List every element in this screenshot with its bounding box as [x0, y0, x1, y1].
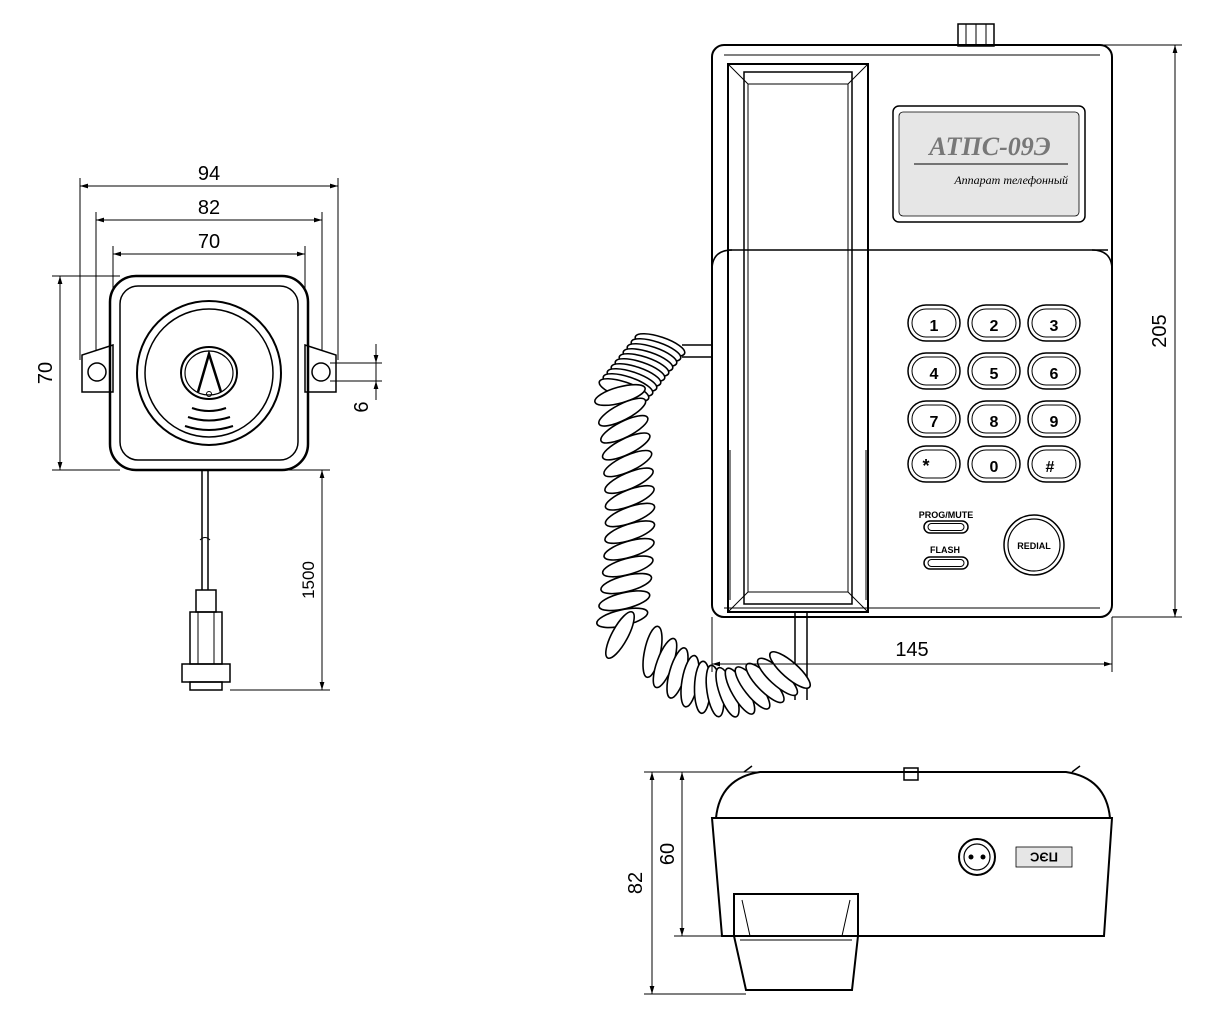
mount-ear-right: [304, 343, 337, 393]
svg-text:8: 8: [990, 414, 999, 431]
redial-button[interactable]: REDIAL: [1003, 514, 1065, 576]
svg-text:7: 7: [930, 414, 939, 431]
coil-loop: [605, 610, 635, 660]
key-hash[interactable]: #: [1027, 445, 1081, 483]
phone-side-view: ПЭС 60 82: [625, 765, 1114, 995]
key-3[interactable]: 3: [1027, 304, 1081, 342]
key-8[interactable]: 8: [967, 400, 1021, 438]
siren-logo: [180, 346, 238, 400]
dim-94: 94: [198, 163, 220, 185]
svg-text:6: 6: [1050, 366, 1059, 383]
key-1[interactable]: 1: [907, 304, 961, 342]
key-2[interactable]: 2: [967, 304, 1021, 342]
mount-slot-right: [311, 362, 331, 382]
key-0[interactable]: 0: [967, 445, 1021, 483]
handset: [727, 63, 869, 613]
key-7[interactable]: 7: [907, 400, 961, 438]
mount-slot-left: [87, 362, 107, 382]
side-connector: [958, 838, 996, 876]
flash-label: FLASH: [930, 545, 960, 555]
svg-text:#: #: [1046, 459, 1055, 476]
key-5[interactable]: 5: [967, 352, 1021, 390]
svg-text:1: 1: [930, 318, 939, 335]
prog-mute-label: PROG/MUTE: [919, 510, 974, 520]
keypad: 1 2 3 4 5 6 7 8 9 * 0 #: [907, 304, 1081, 483]
svg-text:5: 5: [990, 366, 999, 383]
phone-front-view: АТПС-09Э Аппарат телефонный 1 2 3 4 5 6 …: [594, 23, 1182, 718]
coiled-cord: [594, 332, 812, 718]
label-plate: [892, 105, 1086, 223]
dim-82: 82: [198, 197, 220, 219]
dim-82-side: 82: [625, 872, 647, 894]
dim-6: 6: [351, 401, 373, 412]
side-handset: [733, 893, 859, 991]
svg-text:3: 3: [1050, 318, 1059, 335]
svg-text:REDIAL: REDIAL: [1017, 541, 1051, 551]
side-base: [710, 817, 1114, 937]
side-top: [715, 771, 1111, 819]
siren-connector: [195, 589, 217, 613]
prog-mute-button[interactable]: [923, 520, 969, 534]
mount-ear-left: [81, 343, 114, 393]
dim-205: 205: [1149, 314, 1171, 347]
dim-1500: 1500: [299, 561, 318, 599]
key-star[interactable]: *: [907, 445, 961, 483]
siren-body: [108, 274, 310, 472]
key-9[interactable]: 9: [1027, 400, 1081, 438]
key-6[interactable]: 6: [1027, 352, 1081, 390]
svg-text:9: 9: [1050, 414, 1059, 431]
svg-text:2: 2: [990, 318, 999, 335]
connector-label: ПЭС: [1029, 850, 1058, 865]
flash-button[interactable]: [923, 556, 969, 570]
dim-70-height: 70: [35, 362, 57, 384]
svg-text:0: 0: [990, 459, 999, 476]
subtitle-label: Аппарат телефонный: [953, 173, 1068, 187]
model-label: АТПС-09Э: [927, 132, 1050, 161]
svg-text:*: *: [922, 456, 929, 476]
siren-grille-outer: [136, 300, 282, 446]
siren-view: 94 82 70 70 6: [35, 163, 382, 691]
svg-text:4: 4: [930, 366, 939, 383]
dim-70-width: 70: [198, 231, 220, 253]
connector-label-plate: [1015, 846, 1073, 868]
phone-body: [711, 44, 1113, 618]
dim-145: 145: [895, 639, 928, 661]
key-4[interactable]: 4: [907, 352, 961, 390]
dim-60: 60: [657, 843, 679, 865]
